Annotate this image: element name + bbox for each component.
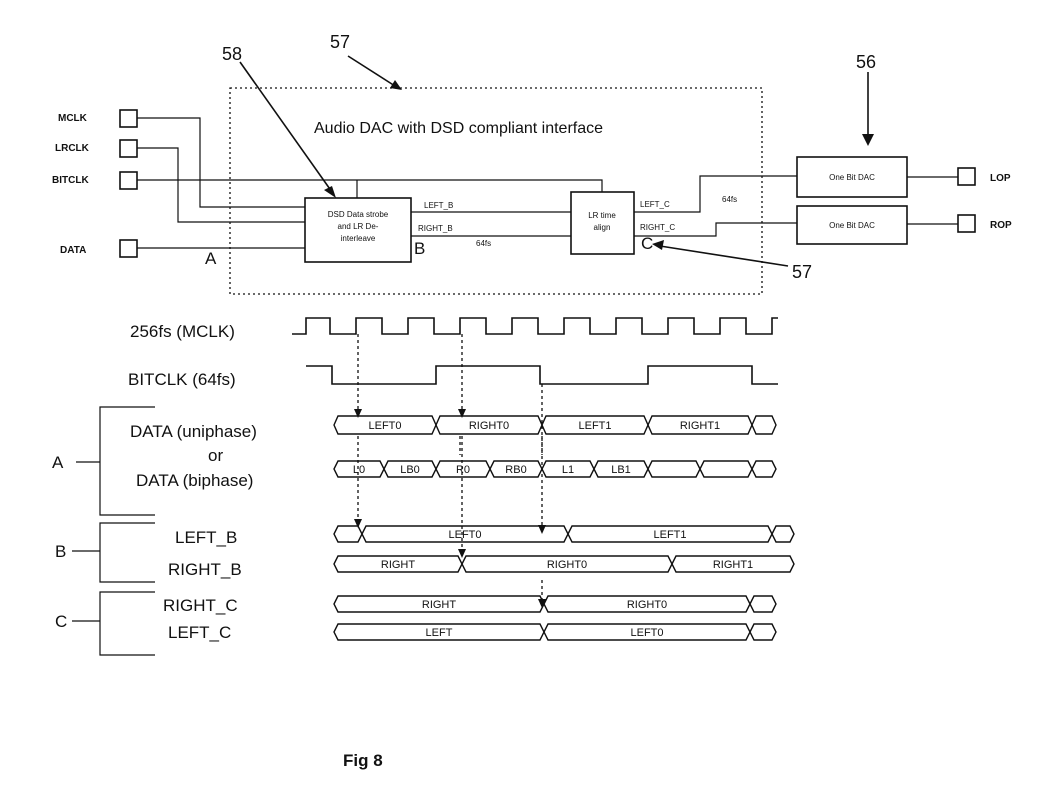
bi-bus-cell-label: L1: [562, 464, 574, 476]
strobe-text-3: interleave: [341, 234, 376, 243]
wire-right-b-label: RIGHT_B: [418, 224, 453, 233]
group-a-label: A: [52, 453, 64, 472]
pin-data-label: DATA: [60, 245, 86, 256]
one-bit-dac-left-text: One Bit DAC: [829, 173, 875, 182]
leftc-bus-cell-label: LEFT0: [630, 627, 663, 639]
bi-bus-cell-label: RB0: [505, 464, 526, 476]
pointer-arrow-57-top: [347, 55, 402, 90]
pin-data: DATA: [60, 239, 138, 258]
bi-bus-cell-label: R0: [456, 464, 470, 476]
uni-bus-cell: [751, 415, 777, 435]
leftb-bus-cell-label: LEFT1: [653, 529, 686, 541]
point-c-label: C: [641, 234, 653, 253]
uni-bus-cell-label: RIGHT1: [680, 420, 720, 432]
pointer-arrow-58: [239, 61, 336, 198]
leftb-bus-cell-label: LEFT0: [448, 529, 481, 541]
pin-mclk-label: MCLK: [58, 113, 88, 124]
mclk-waveform: [292, 317, 778, 335]
uniphase-bus: LEFT0 RIGHT0 LEFT1 RIGHT1: [333, 415, 777, 435]
pin-mclk: MCLK: [58, 109, 138, 128]
lr-align-text-2: align: [594, 223, 611, 232]
input-wires: [137, 117, 603, 249]
pin-lrclk: LRCLK: [55, 139, 138, 158]
pin-lop-label: LOP: [990, 173, 1011, 184]
data-uniphase-label: DATA (uniphase): [130, 422, 257, 441]
rightc-bus-cell-label: RIGHT0: [627, 599, 667, 611]
ref-58: 58: [222, 44, 242, 64]
dac-boundary: [229, 87, 763, 295]
rightb-bus-cell-label: RIGHT1: [713, 559, 753, 571]
bi-bus-cell: [751, 460, 777, 478]
bitclk-row-label: BITCLK (64fs): [128, 370, 236, 389]
ref-57-side: 57: [792, 262, 812, 282]
pin-rop-label: ROP: [990, 220, 1012, 231]
wire-right-c-label: RIGHT_C: [640, 223, 675, 232]
mclk-row-label: 256fs (MCLK): [130, 322, 235, 341]
uni-bus-cell-label: LEFT1: [578, 420, 611, 432]
bi-bus-cell-label: LB1: [611, 464, 631, 476]
group-b-label: B: [55, 542, 66, 561]
data-biphase-label: DATA (biphase): [136, 471, 253, 490]
pin-rop: [957, 214, 976, 233]
right-c-bus: RIGHT RIGHT0: [333, 595, 777, 613]
rightc-bus-cell: [749, 595, 777, 613]
left-c-bus: LEFT LEFT0: [333, 623, 777, 641]
strobe-deinterleave-block: [304, 197, 412, 263]
right-b-bus: RIGHT RIGHT0 RIGHT1: [333, 555, 795, 573]
one-bit-dac-left: [796, 156, 908, 198]
ref-56: 56: [856, 52, 876, 72]
leftc-bus-cell-label: LEFT: [426, 627, 453, 639]
pin-lop: [957, 167, 976, 186]
leftb-bus-cell: [333, 525, 363, 543]
group-b-bracket: [99, 522, 155, 583]
pin-bitclk: BITCLK: [52, 171, 138, 190]
rightc-bus-cell-label: RIGHT: [422, 599, 457, 611]
wire-64fs-c-label: 64fs: [722, 195, 737, 204]
figure-caption: Fig 8: [343, 751, 383, 770]
bitclk-waveform: [306, 365, 778, 385]
leftb-bus-cell: [771, 525, 795, 543]
group-c-bracket: [99, 591, 155, 656]
rightb-bus-cell-label: RIGHT0: [547, 559, 587, 571]
one-bit-dac-right-text: One Bit DAC: [829, 221, 875, 230]
wire-left-c-label: LEFT_C: [640, 200, 670, 209]
right-b-row-label: RIGHT_B: [168, 560, 242, 579]
wire-left-b-label: LEFT_B: [424, 201, 453, 210]
rightb-bus-cell: [671, 555, 795, 573]
bi-bus-cell: [647, 460, 701, 478]
group-a-bracket: [99, 406, 155, 516]
uni-bus-cell-label: RIGHT0: [469, 420, 509, 432]
dac-title: Audio DAC with DSD compliant interface: [314, 120, 603, 137]
wire-64fs-b-label: 64fs: [476, 239, 491, 248]
biphase-bus: L0 LB0 R0 RB0 L1 LB1: [333, 460, 777, 478]
lr-align-text-1: LR time: [588, 211, 616, 220]
one-bit-dac-right: [796, 205, 908, 245]
right-c-row-label: RIGHT_C: [163, 596, 238, 615]
point-b-label: B: [414, 239, 425, 258]
lr-time-align-block: [570, 191, 635, 255]
bi-bus-cell-label: L0: [353, 464, 365, 476]
data-or-label: or: [208, 446, 223, 465]
uni-bus-cell-label: LEFT0: [368, 420, 401, 432]
pointer-arrow-57-side: [652, 240, 789, 267]
sampling-markers: [354, 334, 546, 608]
c-wires: [634, 175, 797, 237]
strobe-text-2: and LR De-: [338, 222, 379, 231]
bi-bus-cell: [699, 460, 753, 478]
left-b-bus: LEFT0 LEFT1: [333, 525, 795, 543]
left-b-row-label: LEFT_B: [175, 528, 237, 547]
pin-bitclk-label: BITCLK: [52, 175, 89, 186]
rightb-bus-cell-label: RIGHT: [381, 559, 416, 571]
leftc-bus-cell: [749, 623, 777, 641]
group-c-label: C: [55, 612, 67, 631]
ref-57-top: 57: [330, 32, 350, 52]
b-wires: [411, 211, 571, 237]
strobe-text-1: DSD Data strobe: [328, 210, 389, 219]
pointer-arrow-56: [862, 72, 874, 146]
pin-lrclk-label: LRCLK: [55, 143, 90, 154]
left-c-row-label: LEFT_C: [168, 623, 231, 642]
bi-bus-cell-label: LB0: [400, 464, 420, 476]
point-a-label: A: [205, 249, 217, 268]
